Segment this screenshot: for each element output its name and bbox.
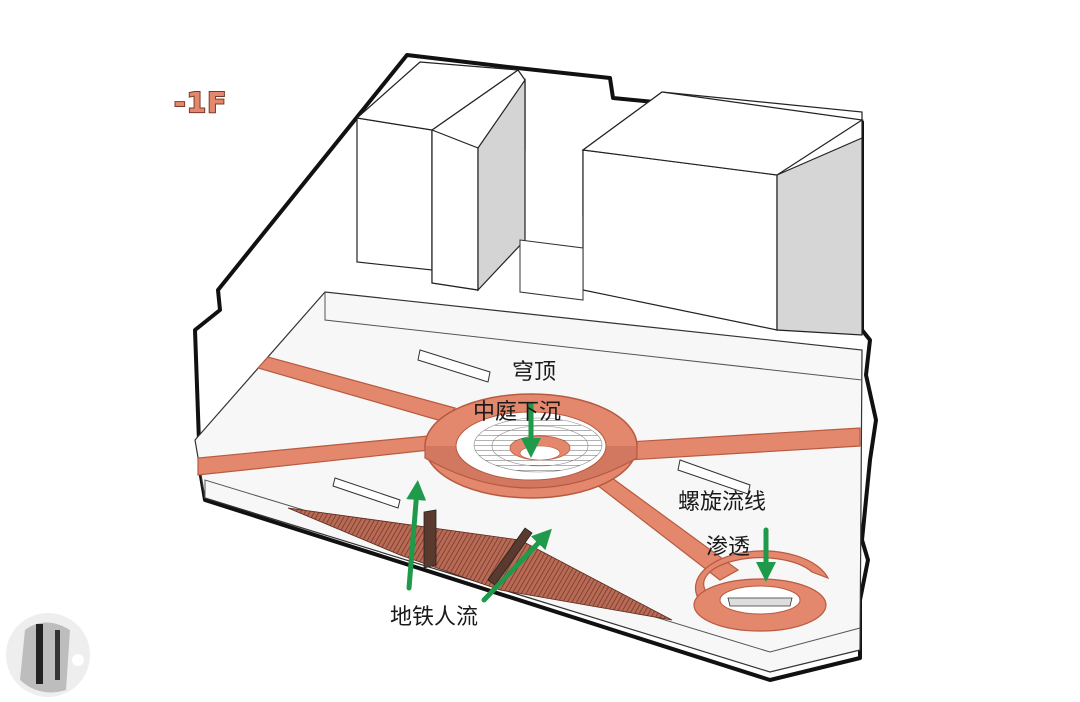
metro-flow-label: 地铁人流: [390, 607, 478, 629]
spiral-circulation-label: 螺旋流线: [678, 492, 766, 514]
mid-block: [520, 240, 583, 300]
vault-label: 穹顶: [512, 362, 556, 384]
sunken-atrium-label: 中庭下沉: [473, 402, 561, 424]
right-block: [583, 92, 862, 335]
left-tower: [357, 62, 525, 290]
penetration-label: 渗透: [706, 537, 750, 559]
watermark-logo: [6, 613, 90, 697]
floor-label: -1F: [174, 86, 227, 119]
